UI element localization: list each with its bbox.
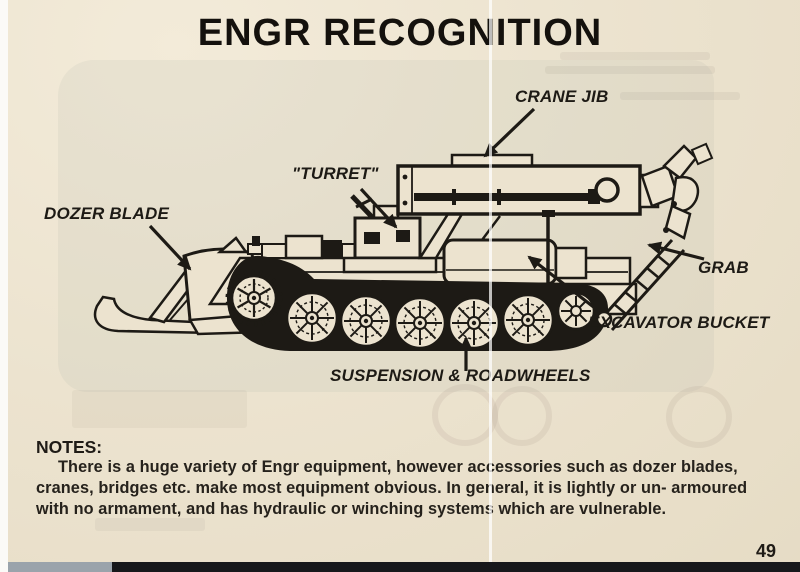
label-crane-jib: CRANE JIB bbox=[515, 87, 609, 106]
label-turret: "TURRET" bbox=[292, 164, 379, 183]
bottom-edge-gray bbox=[8, 562, 112, 572]
suspension-drawing bbox=[227, 255, 609, 351]
label-grab: GRAB bbox=[698, 258, 749, 277]
crane-jib-drawing bbox=[396, 153, 660, 306]
label-suspension: SUSPENSION & ROADWHEELS bbox=[330, 366, 591, 385]
label-excavator-bucket: EXCAVATOR BUCKET bbox=[588, 313, 770, 332]
notes-body: There is a huge variety of Engr equipmen… bbox=[36, 458, 748, 518]
turret-arrow bbox=[359, 187, 398, 229]
notes-heading: NOTES: bbox=[36, 437, 103, 457]
scan-fold-line bbox=[489, 0, 492, 572]
label-dozer-blade: DOZER BLADE bbox=[44, 204, 169, 223]
dozer-blade-arrow bbox=[148, 224, 192, 271]
page-title: ENGR RECOGNITION bbox=[197, 12, 603, 54]
grab-arrow bbox=[647, 241, 705, 261]
grab-drawing bbox=[595, 142, 714, 332]
bottom-edge-black bbox=[112, 562, 800, 572]
page-edge-left bbox=[0, 0, 8, 572]
page-number: 49 bbox=[756, 541, 777, 561]
annotation-arrows bbox=[148, 107, 705, 371]
crane-jib-arrow bbox=[483, 107, 536, 158]
excavator-bucket-arrow bbox=[527, 255, 601, 314]
